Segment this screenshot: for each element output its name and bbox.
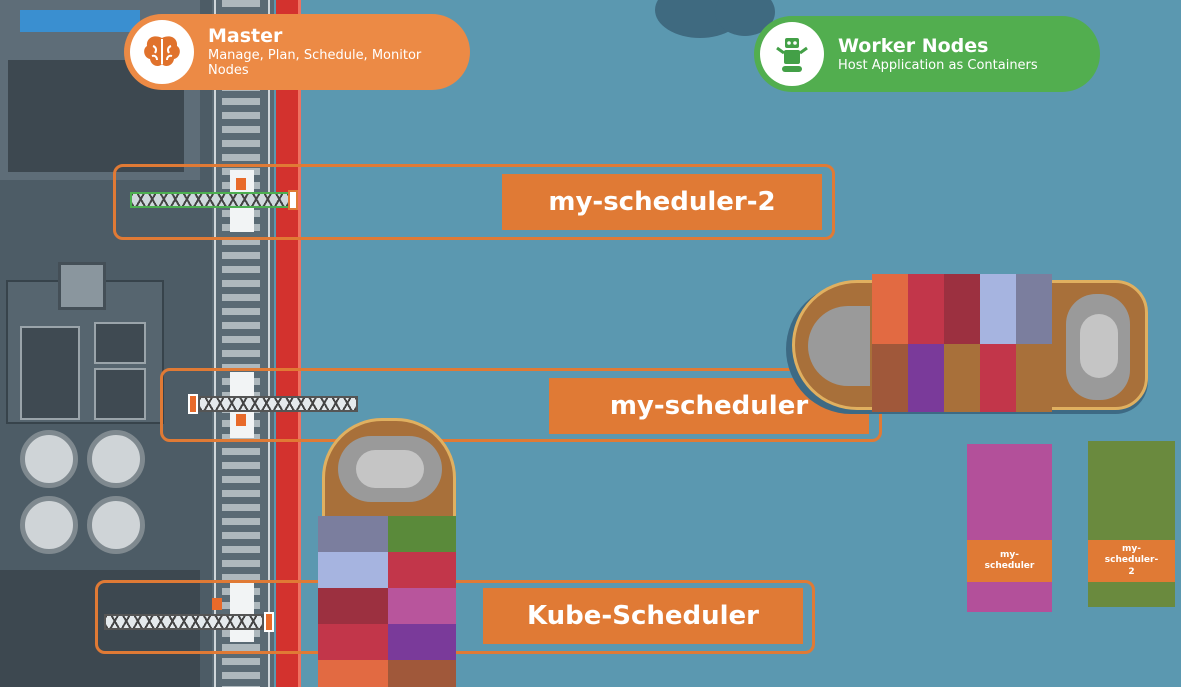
cloud-shape (655, 0, 775, 38)
container (872, 274, 908, 344)
warehouse-unit (94, 322, 146, 364)
container (980, 274, 1016, 344)
tank (20, 496, 78, 554)
crane-tip (264, 612, 274, 632)
container (908, 274, 944, 344)
top-blue-strip (20, 10, 140, 32)
kube-scheduler-label: Kube-Scheduler (483, 588, 803, 644)
container (1016, 344, 1052, 412)
brain-icon (144, 36, 180, 67)
container (944, 344, 980, 412)
crane-cab (236, 178, 246, 190)
container (944, 274, 980, 344)
crane-tip (288, 190, 298, 210)
worker-node-1 (967, 444, 1052, 612)
worker-node-1-tag: my-scheduler (967, 540, 1052, 582)
scheduler-2-frame (113, 164, 835, 240)
container (318, 588, 388, 624)
container (872, 344, 908, 412)
master-title: Master (208, 25, 283, 47)
crane-cab (236, 414, 246, 426)
crane-cab (212, 598, 222, 610)
tank (87, 430, 145, 488)
crane-boom (104, 614, 264, 630)
crane-tip (188, 394, 198, 414)
container (318, 660, 388, 687)
container (388, 552, 456, 588)
worker-node-2 (1088, 441, 1175, 607)
worker-node-2-tag: my-scheduler-2 (1088, 540, 1175, 582)
rail-line (268, 0, 270, 687)
container (388, 588, 456, 624)
container (388, 516, 456, 552)
workers-icon-circle (760, 22, 824, 86)
quay-edge-line (298, 0, 301, 687)
tank (20, 430, 78, 488)
container (318, 516, 388, 552)
container (980, 344, 1016, 412)
warehouse-unit (20, 326, 80, 420)
tank (87, 496, 145, 554)
scheduler-2-label: my-scheduler-2 (502, 174, 822, 230)
workers-title: Worker Nodes (838, 34, 989, 57)
container (908, 344, 944, 412)
robot-icon (776, 38, 808, 72)
quay-edge (276, 0, 300, 687)
warehouse-vent (58, 262, 106, 310)
crane-boom (130, 192, 290, 208)
dock-ship-window (356, 450, 424, 488)
master-icon-circle (130, 20, 194, 84)
sea-ship-bow (808, 306, 870, 386)
container (1016, 274, 1052, 344)
warehouse-unit (94, 368, 146, 420)
crane-boom (198, 396, 358, 412)
rail-line (214, 0, 216, 687)
master-subtitle: Manage, Plan, Schedule, Monitor Nodes (208, 47, 422, 79)
sea-ship-window (1080, 314, 1118, 378)
master-banner: Master Manage, Plan, Schedule, Monitor N… (124, 14, 470, 90)
workers-subtitle: Host Application as Containers (838, 57, 1038, 73)
container (388, 624, 456, 660)
container (388, 660, 456, 687)
container (318, 552, 388, 588)
workers-banner: Worker Nodes Host Application as Contain… (754, 16, 1100, 92)
rail-ties (222, 0, 260, 687)
crane-base (230, 582, 254, 642)
container (318, 624, 388, 660)
